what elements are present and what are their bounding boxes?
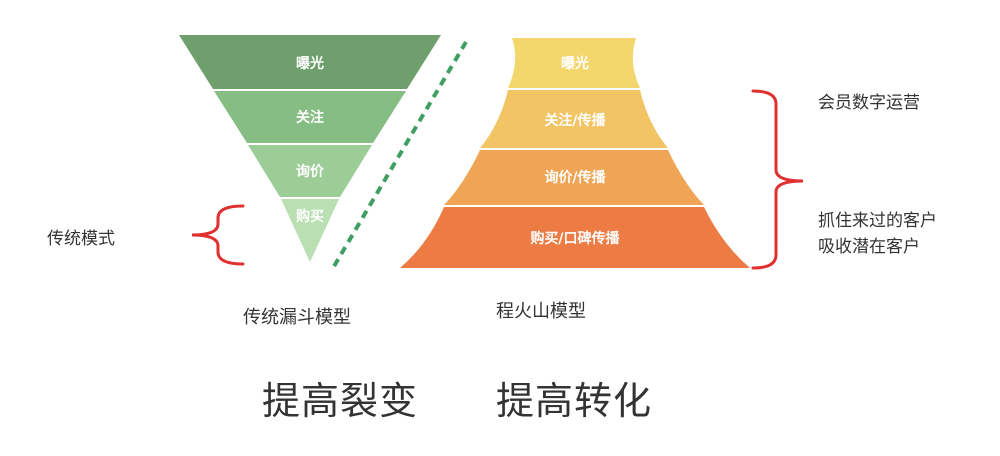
funnel-side-label: 传统模式 [47, 229, 115, 249]
right-label-retain: 抓住来过的客户 [818, 211, 937, 231]
volcano-diagram: 曝光 关注/传播 询价/传播 购买/口碑传播 [400, 38, 750, 268]
volcano-layer-exposure-label: 曝光 [561, 55, 589, 72]
funnel-layer-follow-label: 关注 [296, 109, 324, 126]
volcano-layer-purchase [400, 207, 750, 268]
funnel-side-bracket [191, 204, 245, 266]
volcano-layer-follow [480, 90, 668, 148]
volcano-layer-purchase-label: 购买/口碑传播 [530, 230, 620, 247]
funnel-layer-exposure-label: 曝光 [296, 55, 324, 72]
dashed-divider [331, 40, 468, 270]
funnel-layer-exposure [179, 35, 441, 89]
volcano-layer-follow-label: 关注/传播 [544, 112, 606, 129]
volcano-side-bracket [751, 89, 804, 270]
footer-slogan-conversion: 提高转化 [496, 379, 653, 423]
volcano-layer-exposure [508, 38, 640, 88]
funnel-layer-inquiry [248, 145, 372, 197]
right-label-attract: 吸收潜在客户 [818, 237, 920, 257]
volcano-caption: 程火山模型 [496, 301, 586, 322]
funnel-layer-purchase [281, 199, 339, 262]
funnel-layer-follow [214, 91, 406, 143]
volcano-layer-inquiry-label: 询价/传播 [544, 169, 606, 186]
funnel-caption: 传统漏斗模型 [243, 307, 351, 328]
funnel-layer-inquiry-label: 询价 [296, 163, 325, 180]
funnel-diagram: 曝光 关注 询价 购买 [179, 35, 441, 262]
right-label-membership: 会员数字运营 [818, 93, 920, 113]
footer-slogan-fission: 提高裂变 [262, 379, 419, 423]
volcano-layer-inquiry [444, 150, 704, 205]
funnel-layer-purchase-label: 购买 [296, 208, 324, 225]
